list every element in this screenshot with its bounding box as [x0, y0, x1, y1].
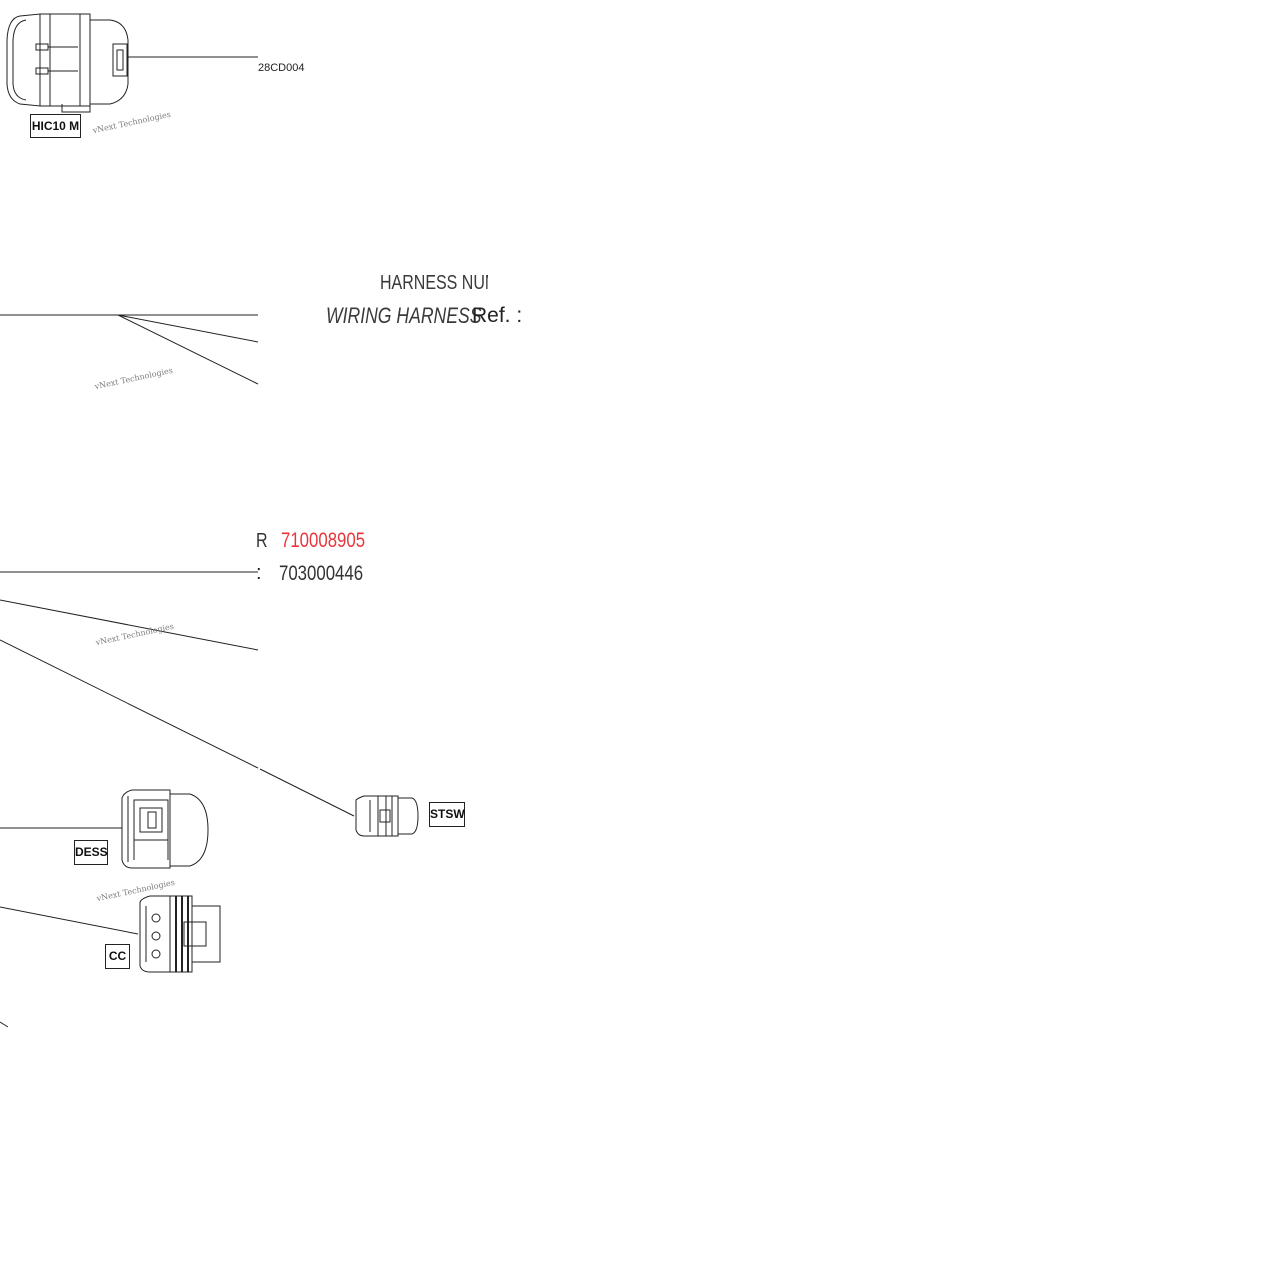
- harness-number-value: 710008905: [281, 529, 366, 552]
- hic10m-part-number: 28CD004: [258, 62, 305, 74]
- ref-value: 703000446: [279, 562, 364, 585]
- harness-number-suffix: R: [256, 530, 268, 552]
- hic10m-connector-drawing: [6, 13, 129, 113]
- ref-colon: :: [256, 562, 262, 584]
- harness-wires-lower: [0, 571, 355, 1028]
- dess-connector-drawing: [121, 789, 209, 869]
- cc-connector-drawing: [139, 895, 221, 973]
- harness-number-label: HARNESS NUMBEI: [380, 272, 488, 294]
- stsw-label: STSW: [429, 802, 465, 827]
- stsw-connector-drawing: [355, 795, 419, 837]
- harness-wires-upper: [0, 314, 259, 385]
- dess-label: DESS: [74, 840, 108, 865]
- ref-label: Ref. :: [472, 304, 523, 327]
- hic10m-label: HIC10 M: [30, 114, 81, 138]
- cc-label: CC: [105, 944, 130, 969]
- wiring-harness-label: WIRING HARNESS: [326, 303, 482, 328]
